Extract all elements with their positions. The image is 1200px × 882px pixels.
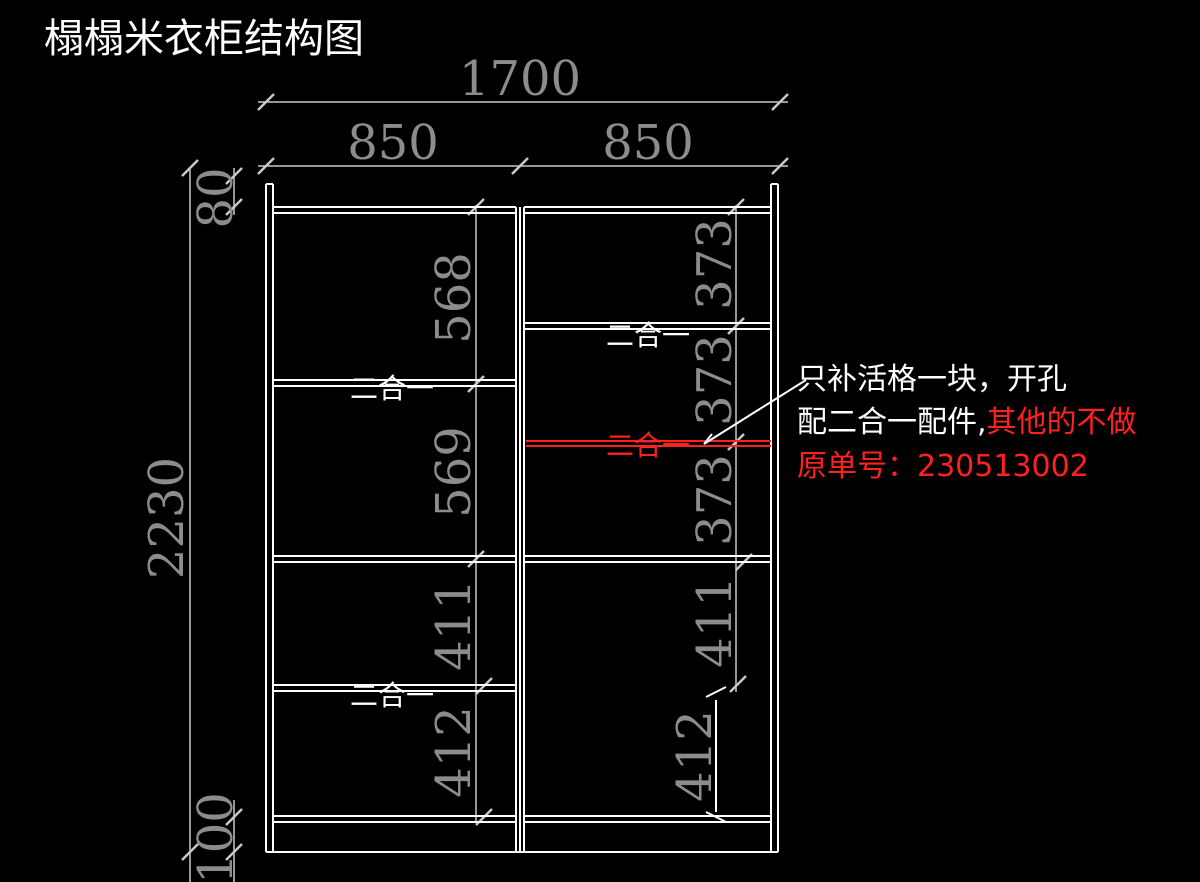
left-dim-2: 569 (426, 426, 482, 518)
replacement-shelf-highlight (526, 440, 771, 447)
overall-width-label: 1700 (459, 51, 581, 107)
note-order-number: 原单号：230513002 (797, 449, 1089, 484)
top-offset-label: 80 (188, 167, 244, 228)
note-line-1: 只补活格一块，开孔 (797, 362, 1067, 397)
left-dim-1: 568 (426, 252, 482, 344)
right-width-label: 850 (602, 115, 694, 171)
bottom-offset-label: 100 (188, 792, 244, 882)
overall-height-label: 2230 (139, 457, 195, 579)
right-upper-fitting-label: 二合一 (606, 319, 690, 352)
note-leader-line (703, 379, 807, 445)
right-dim-4: 411 (687, 576, 743, 668)
right-shelves (524, 206, 771, 823)
left-dim-3: 411 (426, 579, 482, 671)
bottom-offset-dimension: 100 (188, 792, 244, 882)
left-lower-fitting-label: 二合一 (350, 679, 434, 712)
cabinet-frame (265, 183, 779, 853)
right-dim-3: 373 (687, 454, 743, 546)
left-upper-fitting-label: 二合一 (350, 372, 434, 405)
note-line-2-red: 其他的不做 (987, 405, 1137, 440)
right-column-dimensions: 373 373 373 411 412 (667, 198, 753, 823)
right-dim-5: 412 (667, 710, 723, 802)
note-leader-arrow (703, 433, 713, 445)
right-dim-1: 373 (687, 218, 743, 310)
left-shelves (273, 206, 516, 823)
overall-height-dimension: 2230 (139, 159, 199, 882)
left-column-dimensions: 568 569 411 412 (426, 198, 493, 826)
note-line-2: 配二合一配件,其他的不做 (797, 405, 1137, 440)
half-width-dimensions: 850 850 (257, 115, 789, 175)
top-offset-dimension: 80 (188, 167, 244, 229)
repair-note: 只补活格一块，开孔 配二合一配件,其他的不做 原单号：230513002 (797, 362, 1137, 484)
left-dim-4: 412 (426, 706, 482, 798)
left-width-label: 850 (347, 115, 439, 171)
note-line-2-white: 配二合一配件, (797, 405, 987, 440)
drawing-title: 榻榻米衣柜结构图 (44, 16, 364, 62)
overall-width-dimension: 1700 (257, 51, 789, 111)
right-dim-2: 373 (687, 334, 743, 426)
right-red-fitting-label: 二合一 (606, 429, 690, 462)
